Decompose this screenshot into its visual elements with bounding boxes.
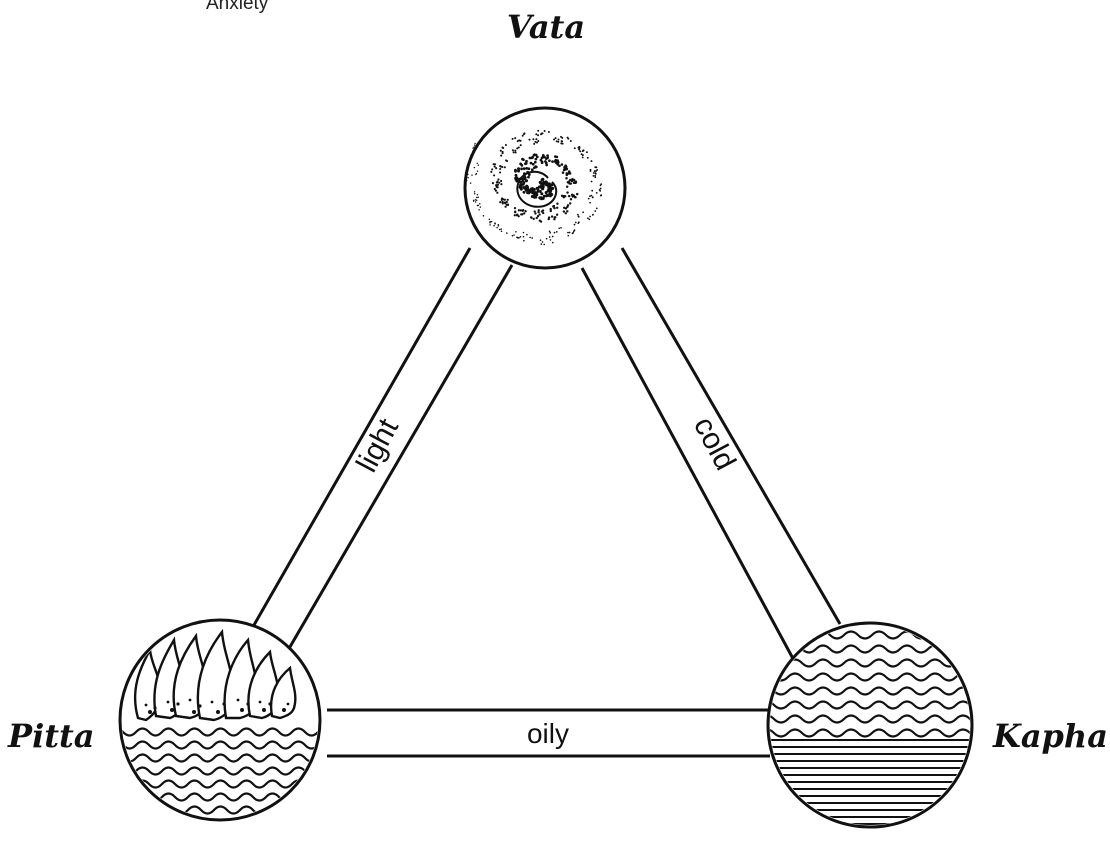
bar-light (248, 247, 514, 653)
pitta-flame-shading (144, 698, 290, 714)
bar-cold (580, 247, 842, 667)
pitta-circle (118, 618, 322, 822)
pitta-label: Pitta (7, 717, 95, 755)
quality-cold-label: cold (687, 411, 742, 475)
kapha-circle (766, 621, 974, 829)
vata-circle (463, 106, 627, 270)
quality-oily-label: oily (527, 718, 569, 749)
kapha-label: Kapha (992, 717, 1108, 755)
bar-oily (327, 708, 770, 758)
corner-text: Anxiety (206, 0, 269, 14)
quality-light-label: light (350, 413, 405, 478)
pitta-flames (133, 628, 297, 722)
vata-label: Vata (507, 8, 585, 46)
vata-spiral-curl (516, 170, 558, 208)
